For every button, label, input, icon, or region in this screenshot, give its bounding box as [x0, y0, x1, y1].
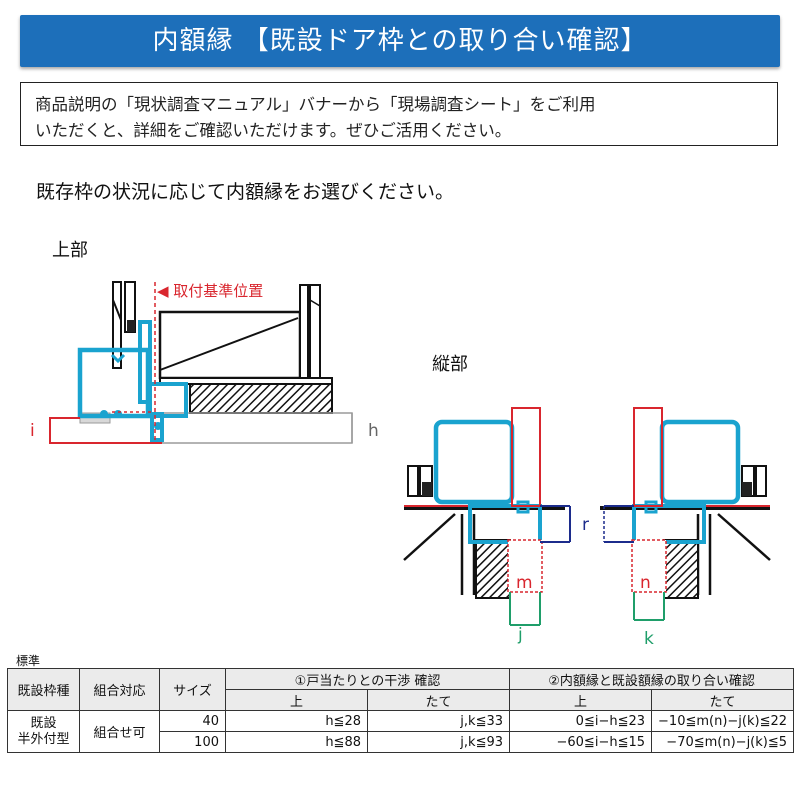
intro-text: 既存枠の状況に応じて内額縁をお選びください。 — [36, 181, 455, 203]
reference-position-label: ◀ 取付基準位置 — [157, 282, 263, 300]
table-caption: 標準 — [16, 654, 41, 668]
dim-m-label: m — [516, 573, 533, 593]
c2-top-cell: −60≦i−h≦15 — [509, 731, 653, 753]
frame-type-cell: 既設 半外付型 — [7, 710, 80, 753]
notice-line-2: いただくと、詳細をご確認いただけます。ぜひご活用ください。 — [35, 121, 512, 140]
header-check1-top: 上 — [225, 689, 368, 711]
header-check2: ②内額縁と既設額縁の取り合い確認 — [509, 668, 795, 690]
side-section-left-drawing — [403, 407, 571, 626]
header-check2-vertical: たて — [651, 689, 795, 711]
c2-top-cell: 0≦i−h≦23 — [509, 710, 653, 732]
dim-j-label: j — [517, 625, 523, 645]
c2-vertical-cell: −70≦m(n)−j(k)≦5 — [651, 731, 795, 753]
c2-vertical-cell: −10≦m(n)−j(k)≦22 — [651, 710, 795, 732]
notice-line-1: 商品説明の「現状調査マニュアル」バナーから「現場調査シート」をご利用 — [35, 95, 596, 114]
header-size: サイズ — [159, 668, 226, 711]
header-check2-top: 上 — [509, 689, 653, 711]
banner-title: 内額縁 【既設ドア枠との取り合い確認】 — [152, 26, 648, 56]
dim-h-label: h — [368, 421, 379, 441]
c1-top-cell: h≦88 — [225, 731, 368, 753]
top-section-drawing — [49, 281, 353, 444]
dim-r-label: r — [582, 515, 589, 535]
header-check1-vertical: たて — [366, 689, 511, 711]
side-section-label: 縦部 — [432, 354, 468, 375]
c1-vertical-cell: j,k≦33 — [366, 710, 511, 732]
size-cell: 100 — [159, 731, 226, 753]
header-frame-type: 既設枠種 — [7, 668, 80, 711]
spec-table: 既設枠種 組合対応 サイズ ①戸当たりとの干渉 確認 ②内額縁と既設額縁の取り合… — [7, 668, 795, 753]
header-combination: 組合対応 — [79, 668, 160, 711]
notice-box: 商品説明の「現状調査マニュアル」バナーから「現場調査シート」をご利用 いただくと… — [20, 82, 778, 146]
frame-diagram: ◀ 取付基準位置 i h m r j — [30, 281, 771, 649]
top-section-label: 上部 — [52, 240, 88, 261]
side-section-right-drawing — [600, 407, 771, 621]
dim-i-label: i — [30, 421, 35, 441]
dim-k-label: k — [644, 629, 654, 649]
header-check1: ①戸当たりとの干渉 確認 — [224, 668, 511, 690]
c1-top-cell: h≦28 — [225, 710, 368, 732]
title-banner: 内額縁 【既設ドア枠との取り合い確認】 — [20, 15, 780, 67]
c1-vertical-cell: j,k≦93 — [366, 731, 511, 753]
dim-n-label: n — [640, 573, 651, 593]
size-cell: 40 — [159, 710, 226, 732]
combination-cell: 組合せ可 — [79, 710, 160, 753]
